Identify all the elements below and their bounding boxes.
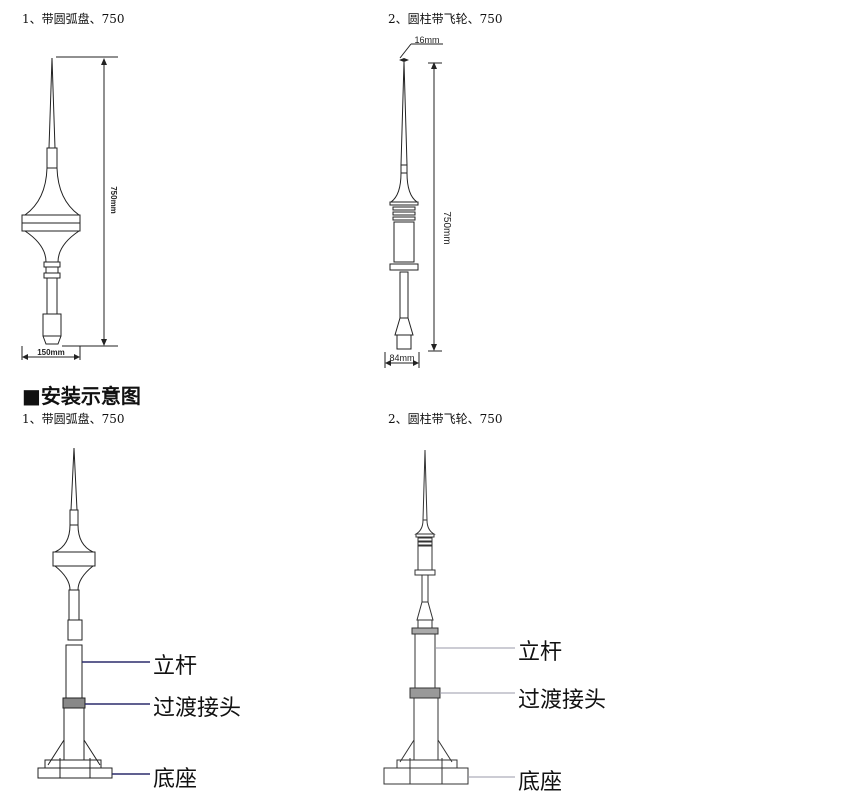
label-adapter-1: 过渡接头 [153, 696, 242, 721]
arrester-disc-spec-drawing [21, 56, 118, 360]
install-drawing-2 [383, 449, 469, 785]
label-pole-2: 立杆 [518, 640, 563, 665]
item2-caption: 2、圆柱带飞轮、750 [388, 12, 503, 26]
item2-height-dim: 750mm [441, 211, 452, 244]
install-heading: ■安装示意图 [22, 384, 141, 408]
install-leaders-2 [436, 647, 515, 778]
label-base-2: 底座 [518, 770, 563, 795]
item1-caption: 1、带圆弧盘、750 [22, 12, 125, 26]
item1-height-dim: 750mm [109, 186, 118, 214]
label-base-1: 底座 [153, 767, 198, 792]
item2-width-dim: 84mm [389, 353, 414, 363]
install-leaders-1 [82, 661, 150, 775]
label-adapter-2: 过渡接头 [518, 688, 607, 713]
item1-width-dim: 150mm [37, 348, 65, 357]
label-pole-1: 立杆 [153, 654, 198, 679]
install-item1-caption: 1、带圆弧盘、750 [22, 412, 125, 426]
install-drawing-1 [37, 447, 113, 779]
item2-tip-dim: 16mm [414, 35, 439, 45]
install-item2-caption: 2、圆柱带飞轮、750 [388, 412, 503, 426]
arrester-cylinder-spec-drawing [384, 43, 443, 368]
